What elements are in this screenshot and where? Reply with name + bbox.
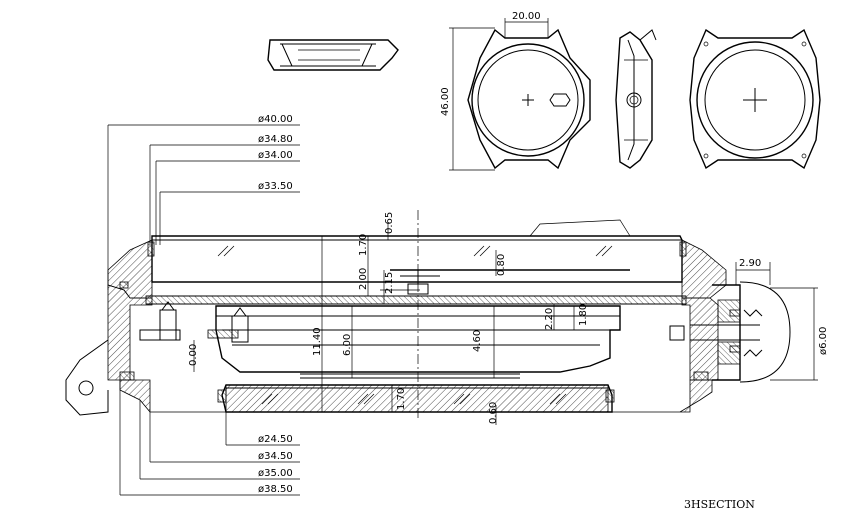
dim-4-60: 4.60	[472, 330, 483, 352]
dim-dia-24-50: ø24.50	[258, 434, 293, 445]
dim-0-60: 0.60	[488, 402, 499, 424]
dim-dia-34-80: ø34.80	[258, 134, 293, 145]
dim-0-00: 0.00	[188, 344, 199, 366]
dim-crown-2-90: 2.90	[739, 258, 761, 269]
side-view	[615, 29, 657, 169]
side-profile-view	[267, 39, 399, 71]
case-cross-section	[65, 210, 727, 420]
vertical-dimensions: 0.65 1.70 2.00 2.15 0.80 11.40 6.00 4.60…	[188, 212, 589, 425]
dim-crown-dia-6: ø6.00	[818, 327, 829, 355]
dim-6-00: 6.00	[342, 334, 353, 356]
dim-2-20: 2.20	[544, 308, 555, 330]
dim-dia-35: ø35.00	[258, 468, 293, 479]
dim-dia-34: ø34.00	[258, 150, 293, 161]
dim-0-65: 0.65	[384, 212, 395, 234]
dim-1-70-top: 1.70	[358, 234, 369, 256]
dim-dia-34-50: ø34.50	[258, 451, 293, 462]
dim-width: 20.00	[512, 11, 541, 22]
dim-1-80: 1.80	[578, 304, 589, 326]
dim-2-00: 2.00	[358, 268, 369, 290]
dim-height: 46.00	[440, 87, 451, 116]
dim-1-70-bottom: 1.70	[396, 388, 407, 410]
section-label: 3HSECTION	[684, 498, 755, 510]
dim-dia-38-50: ø38.50	[258, 484, 293, 495]
front-view: 20.00 46.00	[440, 11, 591, 171]
left-diameter-dims: ø40.00 ø34.80 ø34.00 ø33.50	[107, 114, 300, 290]
crown-assembly: 2.90 ø6.00	[669, 258, 829, 383]
dim-dia-33-50: ø33.50	[258, 181, 293, 192]
dim-2-15: 2.15	[384, 272, 395, 294]
dim-11-40: 11.40	[312, 327, 323, 356]
back-view	[689, 28, 821, 170]
bottom-diameter-dims: ø24.50 ø34.50 ø35.00 ø38.50	[119, 380, 300, 496]
dim-0-80: 0.80	[496, 254, 507, 276]
dim-dia-40: ø40.00	[258, 114, 293, 125]
